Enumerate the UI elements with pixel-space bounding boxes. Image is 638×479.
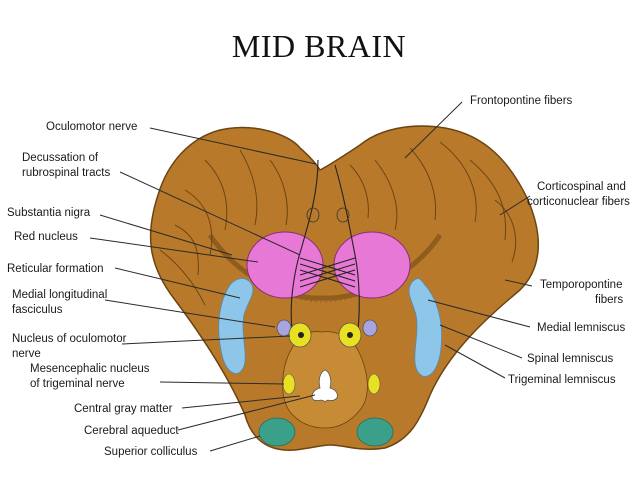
label-temporopontine-line1: Temporopontine: [540, 279, 622, 291]
label-temporopontine-line2: fibers: [595, 294, 623, 306]
label-medial-lemniscus: Medial lemniscus: [537, 322, 625, 334]
label-mesencephalic-line2: of trigeminal nerve: [30, 378, 125, 390]
red-nucleus-right: [333, 231, 411, 299]
red-nucleus-left: [246, 231, 324, 299]
label-substantia-nigra: Substantia nigra: [7, 207, 91, 219]
label-reticular-formation: Reticular formation: [7, 263, 104, 275]
label-trigeminal-lemniscus: Trigeminal lemniscus: [508, 374, 616, 386]
label-red-nucleus: Red nucleus: [14, 231, 78, 243]
mesencephalic-nucleus-left: [282, 373, 296, 395]
label-decussation-line2: rubrospinal tracts: [22, 167, 110, 179]
label-superior-colliculus: Superior colliculus: [104, 446, 198, 458]
mlf-right: [362, 319, 378, 337]
label-decussation-line1: Decussation of: [22, 152, 99, 164]
label-spinal-lemniscus: Spinal lemniscus: [527, 353, 614, 365]
label-corticospinal-line1: Corticospinal and: [537, 181, 626, 193]
label-corticospinal-line2: corticonuclear fibers: [527, 196, 630, 208]
cerebral-aqueduct: [311, 369, 338, 403]
superior-colliculus-right: [356, 417, 394, 447]
label-central-gray-matter: Central gray matter: [74, 403, 173, 415]
label-cerebral-aqueduct: Cerebral aqueduct: [84, 425, 179, 437]
label-mesencephalic-line1: Mesencephalic nucleus: [30, 363, 150, 375]
superior-colliculus-left: [258, 417, 296, 447]
label-nucleus-oculomotor-line1: Nucleus of oculomotor: [12, 333, 127, 345]
label-nucleus-oculomotor-line2: nerve: [12, 348, 41, 360]
mesencephalic-nucleus-right: [367, 373, 381, 395]
oculomotor-nerve-fibers: [290, 159, 360, 331]
diagram-title: MID BRAIN: [231, 28, 407, 64]
medial-lemniscus-right: [408, 278, 443, 377]
leader-lines: [89, 101, 533, 452]
label-oculomotor-nerve: Oculomotor nerve: [46, 121, 137, 133]
label-mlf-line2: fasciculus: [12, 304, 63, 316]
label-frontopontine: Frontopontine fibers: [470, 95, 573, 107]
label-mlf-line1: Medial longitudinal: [12, 289, 107, 301]
medial-lemniscus-left: [218, 278, 254, 374]
rubrospinal-fibers: [299, 257, 356, 288]
section-texture: [159, 141, 517, 306]
